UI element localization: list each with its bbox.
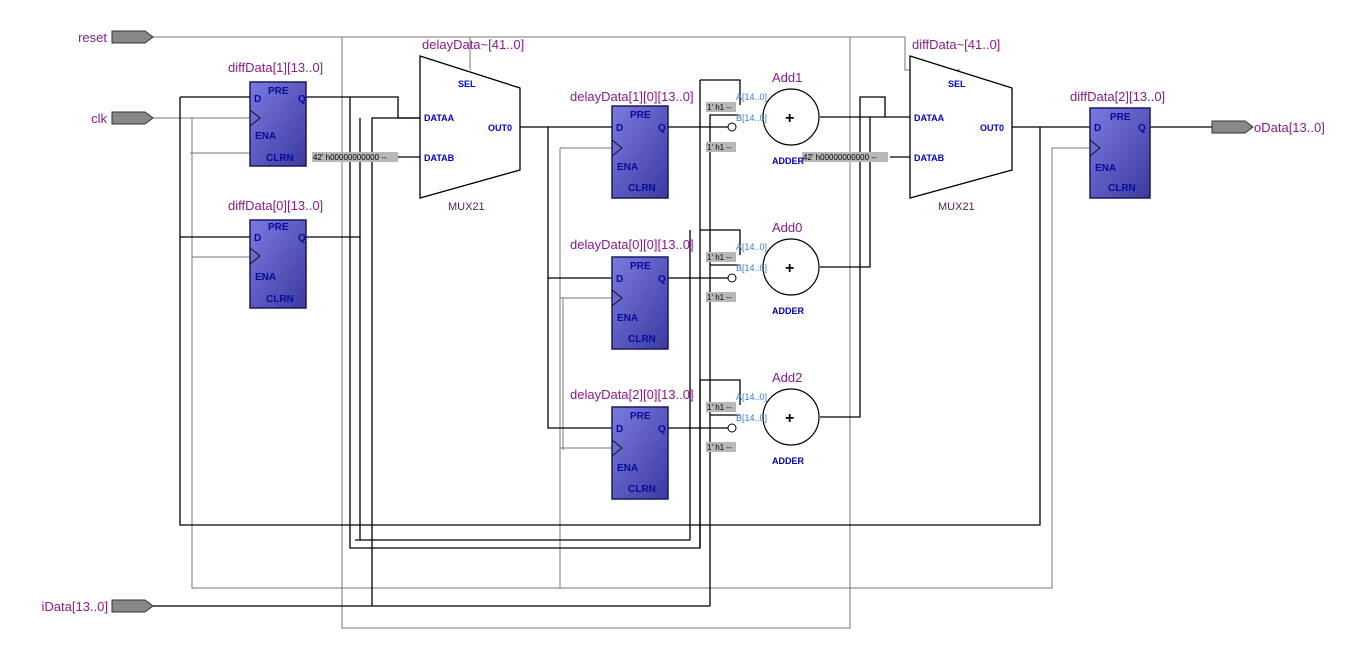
mux-type: MUX21	[448, 201, 485, 213]
mux-pin-out: OUT0	[488, 123, 512, 133]
input-port-reset[interactable]: reset	[78, 30, 154, 45]
register-label: diffData[0][13..0]	[228, 198, 323, 213]
mux-constant: 42' h00000000000 --	[313, 153, 387, 162]
adder-add2[interactable]: Add2 + A[14..0] B[14..0] ADDER 1' h1 -- …	[706, 370, 820, 466]
adder-add1[interactable]: Add1 + A[14..0] B[14..0] ADDER 1' h1 -- …	[706, 70, 820, 166]
mux-pin-dataa: DATAA	[424, 113, 455, 123]
adder-constant: 1' h1 --	[707, 403, 732, 412]
mux-label: diffData~[41..0]	[912, 37, 1000, 52]
adder-add0[interactable]: Add0 + A[14..0] B[14..0] ADDER 1' h1 -- …	[706, 220, 820, 316]
port-label-odata: oData[13..0]	[1254, 120, 1325, 135]
adder-constant: 1' h1 --	[707, 103, 732, 112]
mux-label: delayData~[41..0]	[422, 37, 524, 52]
register-delay00[interactable]: delayData[0][0][13..0] PRE D Q ENA CLRN	[570, 237, 694, 350]
mux-pin-sel: SEL	[948, 79, 966, 89]
wires	[152, 36, 1212, 629]
mux-delaydata[interactable]: delayData~[41..0] SEL DATAA DATAB OUT0 M…	[312, 37, 524, 213]
adder-pin-b: B[14..0]	[736, 413, 767, 423]
pin-pre: PRE	[630, 261, 651, 272]
register-label: diffData[2][13..0]	[1070, 89, 1165, 104]
pin-q: Q	[658, 424, 666, 435]
port-label-clk: clk	[91, 111, 107, 126]
adder-name: Add0	[772, 220, 802, 235]
adder-symbol: +	[785, 410, 794, 427]
pin-q: Q	[298, 94, 306, 105]
pin-clrn: CLRN	[266, 294, 294, 305]
adder-pin-a: A[14..0]	[736, 392, 767, 402]
adder-type: ADDER	[772, 156, 805, 166]
register-label: delayData[2][0][13..0]	[570, 387, 694, 402]
pin-q: Q	[658, 274, 666, 285]
mux-pin-dataa: DATAA	[914, 113, 945, 123]
pin-q: Q	[658, 123, 666, 134]
adder-symbol: +	[785, 260, 794, 277]
pin-d: D	[1094, 123, 1101, 134]
output-port-odata[interactable]: oData[13..0]	[1211, 120, 1325, 135]
pin-ena: ENA	[617, 313, 638, 324]
pin-ena: ENA	[255, 131, 276, 142]
adder-name: Add2	[772, 370, 802, 385]
pin-pre: PRE	[630, 411, 651, 422]
pin-ena: ENA	[1095, 163, 1116, 174]
register-delay20[interactable]: delayData[2][0][13..0] PRE D Q ENA CLRN	[570, 387, 694, 500]
mux-pin-datab: DATAB	[424, 153, 455, 163]
port-label-reset: reset	[78, 30, 107, 45]
input-port-idata[interactable]: iData[13..0]	[42, 599, 154, 614]
register-label: delayData[1][0][13..0]	[570, 89, 694, 104]
pin-q: Q	[1138, 123, 1146, 134]
pin-ena: ENA	[617, 463, 638, 474]
mux-pin-sel: SEL	[458, 79, 476, 89]
adder-symbol: +	[785, 110, 794, 127]
adder-constant: 1' h1 --	[707, 443, 732, 452]
pin-clrn: CLRN	[266, 153, 294, 164]
mux-pin-datab: DATAB	[914, 153, 945, 163]
mux-type: MUX21	[938, 201, 975, 213]
pin-ena: ENA	[617, 162, 638, 173]
register-diff0[interactable]: diffData[0][13..0] PRE D Q ENA CLRN	[228, 198, 323, 309]
pin-d: D	[616, 123, 623, 134]
pin-d: D	[616, 424, 623, 435]
port-label-idata: iData[13..0]	[42, 599, 109, 614]
adder-type: ADDER	[772, 456, 805, 466]
adder-constant: 1' h1 --	[707, 143, 732, 152]
mux-constant: 42' h00000000000 --	[803, 153, 877, 162]
adder-constant: 1' h1 --	[707, 253, 732, 262]
pin-pre: PRE	[1110, 112, 1131, 123]
register-label: delayData[0][0][13..0]	[570, 237, 694, 252]
pin-pre: PRE	[268, 86, 289, 97]
adder-constant: 1' h1 --	[707, 293, 732, 302]
pin-clrn: CLRN	[628, 183, 656, 194]
input-port-clk[interactable]: clk	[91, 111, 154, 126]
pin-pre: PRE	[630, 110, 651, 121]
adder-type: ADDER	[772, 306, 805, 316]
mux-pin-out: OUT0	[980, 123, 1004, 133]
adder-pin-a: A[14..0]	[736, 92, 767, 102]
pin-d: D	[254, 233, 261, 244]
adder-pin-b: B[14..0]	[736, 113, 767, 123]
pin-ena: ENA	[255, 272, 276, 283]
register-label: diffData[1][13..0]	[228, 60, 323, 75]
pin-pre: PRE	[268, 222, 289, 233]
register-diff1[interactable]: diffData[1][13..0] PRE D Q ENA CLRN	[228, 60, 323, 167]
adder-pin-a: A[14..0]	[736, 242, 767, 252]
pin-d: D	[616, 274, 623, 285]
pin-clrn: CLRN	[1108, 183, 1136, 194]
register-diff2[interactable]: diffData[2][13..0] PRE D Q ENA CLRN	[1070, 89, 1165, 199]
pin-clrn: CLRN	[628, 484, 656, 495]
adder-name: Add1	[772, 70, 802, 85]
mux-diffdata[interactable]: diffData~[41..0] SEL DATAA DATAB OUT0 MU…	[802, 37, 1013, 213]
pin-d: D	[254, 94, 261, 105]
adder-pin-b: B[14..0]	[736, 263, 767, 273]
pin-clrn: CLRN	[628, 334, 656, 345]
pin-q: Q	[298, 233, 306, 244]
register-delay10[interactable]: delayData[1][0][13..0] PRE D Q ENA CLRN	[570, 89, 694, 199]
